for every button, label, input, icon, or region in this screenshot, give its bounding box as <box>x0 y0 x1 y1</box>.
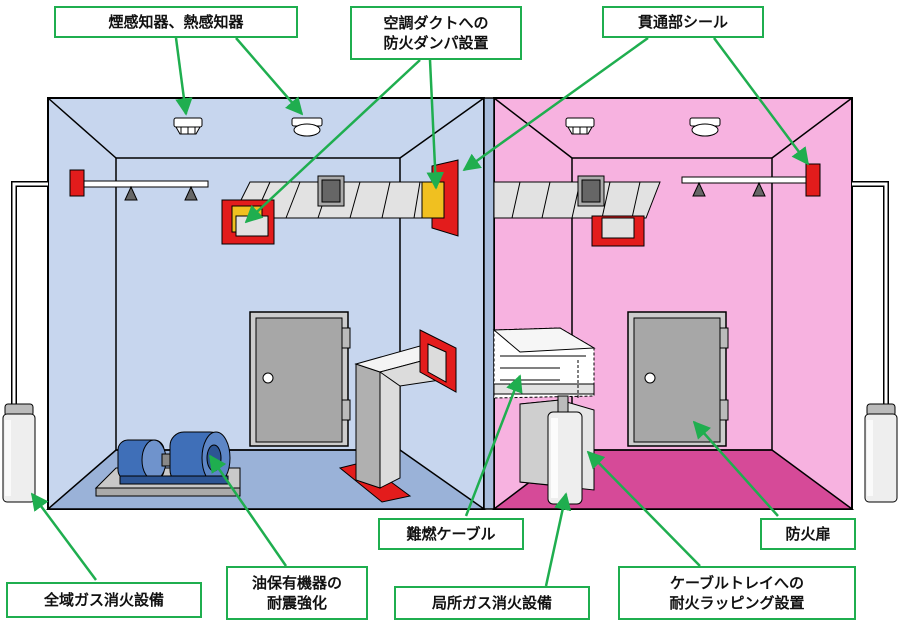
label-flame-retardant-cable: 難燃ケーブル <box>378 518 524 550</box>
smoke-detector-icon <box>565 117 595 135</box>
gas-nozzle-pipe-left <box>69 169 209 201</box>
label-total-flooding-gas: 全域ガス消火設備 <box>6 582 202 618</box>
door-left <box>249 311 351 447</box>
heat-detector-icon <box>291 117 323 137</box>
gas-cylinder-left <box>2 181 48 503</box>
label-smoke-heat-detector: 煙感知器、熱感知器 <box>54 6 298 38</box>
leader-arrows <box>30 36 810 587</box>
label-fire-damper: 空調ダクトへの 防火ダンパ設置 <box>350 6 522 60</box>
local-gas-cylinder <box>547 395 583 505</box>
label-seismic-reinforcement: 油保有機器の 耐震強化 <box>226 566 368 620</box>
label-penetration-seal: 貫通部シール <box>602 6 764 38</box>
label-fire-door: 防火扉 <box>760 518 856 550</box>
partition-wall <box>483 97 495 510</box>
hvac-duct-right <box>493 175 661 247</box>
label-local-gas: 局所ガス消火設備 <box>394 586 590 620</box>
gas-cylinder-right <box>852 181 898 503</box>
label-cable-tray-wrapping: ケーブルトレイへの 耐火ラッピング設置 <box>618 566 856 620</box>
vertical-duct <box>338 329 457 503</box>
smoke-detector-icon <box>173 117 203 135</box>
heat-detector-icon <box>689 117 721 137</box>
penetration-seal <box>805 163 821 197</box>
fire-door <box>627 311 729 447</box>
left-room <box>45 97 487 510</box>
